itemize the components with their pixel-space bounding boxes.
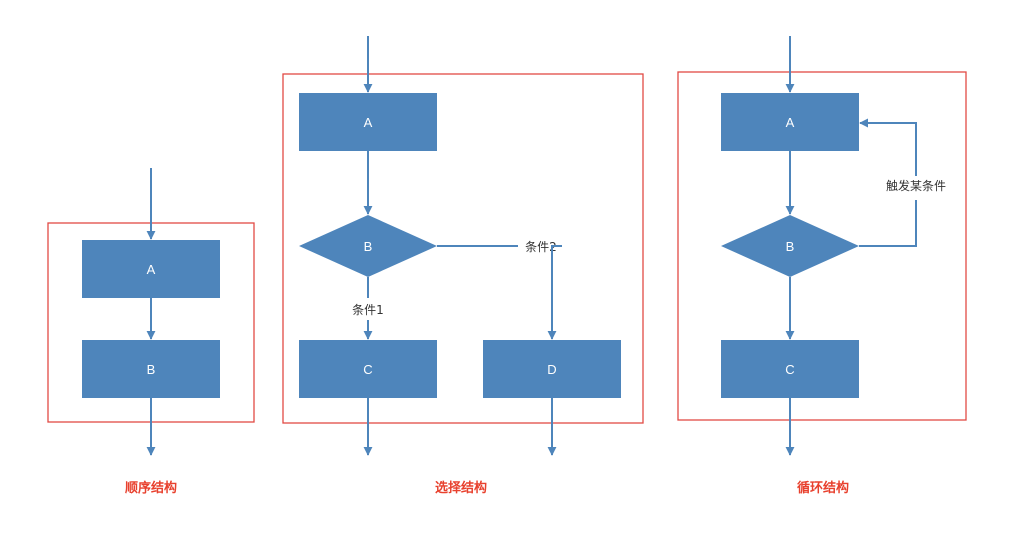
selection-caption: 选择结构 [435, 480, 487, 496]
loop-node-a-label: A [786, 115, 795, 130]
selection-node-d-label: D [547, 362, 556, 377]
selection-frame [282, 73, 644, 424]
loop-frame [677, 71, 967, 421]
loop-node-c-label: C [785, 362, 794, 377]
loop-decision-b-label: B [786, 239, 795, 254]
sequence-node-b-label: B [147, 362, 156, 377]
selection-cond2-label: 条件2 [525, 240, 557, 254]
selection-decision-b-label: B [364, 239, 373, 254]
loop-back-arrow [859, 118, 917, 176]
sequence-node-b [82, 340, 220, 398]
selection-cond1-label: 条件1 [352, 303, 384, 317]
selection-node-c-label: C [363, 362, 372, 377]
selection-node-a [299, 93, 437, 151]
selection-b-to-d-arrow [547, 245, 562, 340]
sequence-caption: 顺序结构 [125, 480, 177, 496]
loop-structure: A B 触发某条件 C 循环结构 [677, 36, 967, 496]
loop-decision-b [721, 215, 859, 277]
sequence-structure: A B 顺序结构 [47, 168, 255, 496]
loop-node-c [721, 340, 859, 398]
selection-decision-b [299, 215, 437, 277]
sequence-node-a-label: A [147, 262, 156, 277]
selection-node-c [299, 340, 437, 398]
selection-node-d [483, 340, 621, 398]
selection-node-a-label: A [364, 115, 373, 130]
loop-node-a [721, 93, 859, 151]
selection-structure: A B 条件1 C 条件2 D 选择结构 [282, 36, 644, 496]
loop-trigger-label: 触发某条件 [886, 178, 946, 193]
loop-back-line-lower [859, 200, 917, 247]
loop-caption: 循环结构 [797, 480, 849, 496]
sequence-node-a [82, 240, 220, 298]
